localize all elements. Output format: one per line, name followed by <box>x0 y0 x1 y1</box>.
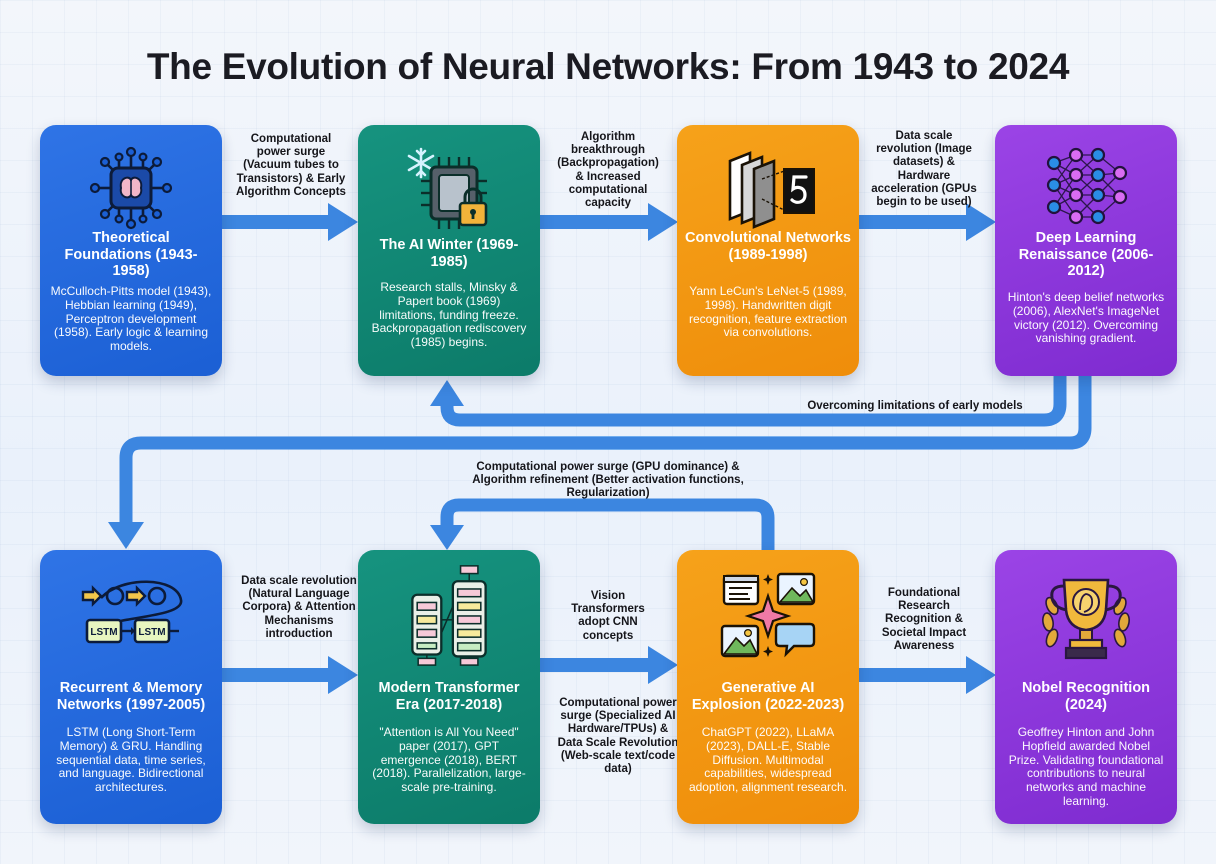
stage-description: McCulloch-Pitts model (1943), Hebbian le… <box>50 284 212 354</box>
svg-text:LSTM: LSTM <box>90 627 117 638</box>
generative-media-icon <box>720 572 816 658</box>
stage-card-transformer-era: Modern Transformer Era (2017-2018) "Atte… <box>358 550 540 824</box>
arrow-transformer-to-generative <box>540 646 678 684</box>
page-title: The Evolution of Neural Networks: From 1… <box>146 46 1070 87</box>
stage-card-deep-learning-renaissance: Deep Learning Renaissance (2006-2012) Hi… <box>995 125 1177 376</box>
transition-label-7: Vision Transformers adopt CNN concepts <box>571 590 645 642</box>
transition-label-8: Computational power surge (Specialized A… <box>557 697 679 776</box>
stage-card-convolutional-networks: Convolutional Networks (1989-1998) Yann … <box>677 125 859 376</box>
stage-card-nobel-recognition: Nobel Recognition (2024) Geoffrey Hinton… <box>995 550 1177 824</box>
stage-description: "Attention is All You Need" paper (2017)… <box>372 725 526 795</box>
stage-description: Research stalls, Minsky & Papert book (1… <box>371 280 527 350</box>
stage-description: Hinton's deep belief networks (2006), Al… <box>1007 290 1165 346</box>
convolution-layers-icon <box>728 151 815 229</box>
stage-card-theoretical-foundations: Theoretical Foundations (1943-1958) McCu… <box>40 125 222 376</box>
transition-label-5: Computational power surge (GPU dominance… <box>472 461 744 500</box>
transition-label-6: Data scale revolution (Natural Language … <box>241 575 357 640</box>
transition-label-2: Algorithm breakthrough (Backpropagation)… <box>557 131 659 210</box>
arrow-cnn-to-deep <box>858 203 996 241</box>
transition-label-4: Overcoming limitations of early models <box>807 400 1023 412</box>
stage-description: Yann LeCun's LeNet-5 (1989, 1998). Handw… <box>688 284 848 340</box>
frozen-locked-chip-icon <box>407 147 488 229</box>
stage-title: Deep Learning Renaissance (2006-2012) <box>1018 230 1154 279</box>
transition-label-9: Foundational Research Recognition & Soci… <box>881 587 967 652</box>
trophy-icon <box>1042 578 1130 660</box>
neural-network-icon <box>1046 147 1128 225</box>
stage-title: Modern Transformer Era (2017-2018) <box>378 680 520 713</box>
stage-title: Recurrent & Memory Networks (1997-2005) <box>56 680 206 713</box>
stage-description: LSTM (Long Short-Term Memory) & GRU. Han… <box>56 725 206 795</box>
stage-card-ai-winter: The AI Winter (1969-1985) Research stall… <box>358 125 540 376</box>
stage-title: The AI Winter (1969-1985) <box>379 237 519 270</box>
lstm-cells-icon: LSTM LSTM <box>81 580 183 644</box>
stage-title: Generative AI Explosion (2022-2023) <box>691 680 845 713</box>
arrow-generative-to-nobel <box>858 656 996 694</box>
transition-label-1: Computational power surge (Vacuum tubes … <box>236 133 346 198</box>
arrow-recurrent-to-transformer <box>222 656 358 694</box>
brain-chip-icon <box>89 146 173 230</box>
arrow-deep-loop-to-winter <box>430 376 1067 427</box>
arrow-foundations-to-winter <box>222 203 358 241</box>
arrow-deep-to-recurrent <box>108 376 1092 549</box>
stage-description: Geoffrey Hinton and John Hopfield awarde… <box>1008 725 1164 808</box>
stage-title: Theoretical Foundations (1943-1958) <box>64 230 198 279</box>
arrow-generative-loop-to-transformer <box>430 498 775 550</box>
transformer-architecture-icon <box>411 565 487 666</box>
stage-description: ChatGPT (2022), LLaMA (2023), DALL-E, St… <box>688 725 848 795</box>
arrow-winter-to-cnn <box>540 203 678 241</box>
stage-card-generative-ai: Generative AI Explosion (2022-2023) Chat… <box>677 550 859 824</box>
transition-label-3: Data scale revolution (Image datasets) &… <box>871 130 977 209</box>
stage-card-recurrent-memory: LSTM LSTM Recurrent & Memory Networks (1… <box>40 550 222 824</box>
stage-title: Convolutional Networks (1989-1998) <box>685 230 851 263</box>
stage-title: Nobel Recognition (2024) <box>1021 680 1151 713</box>
svg-text:LSTM: LSTM <box>138 627 165 638</box>
